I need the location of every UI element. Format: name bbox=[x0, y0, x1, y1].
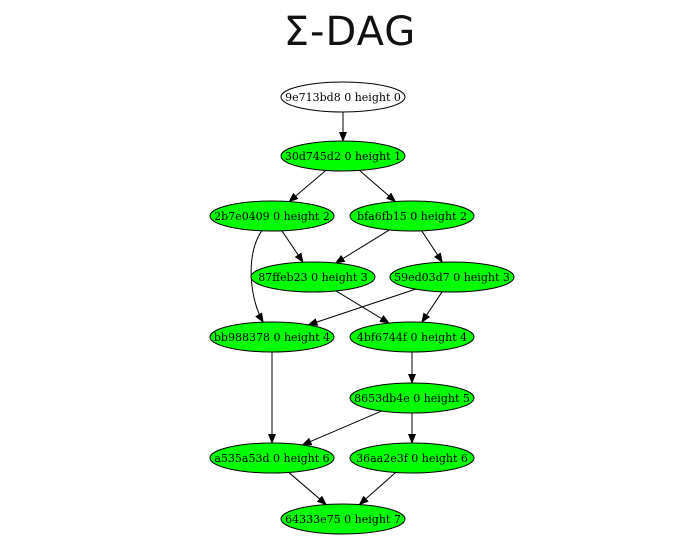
node-ellipse bbox=[349, 442, 475, 474]
node-9e713bd8: 9e713bd8 0 height 0 bbox=[280, 81, 406, 113]
node-ellipse bbox=[209, 442, 335, 474]
diagram-title: Σ-DAG bbox=[283, 9, 417, 55]
node-bfa6fb15: bfa6fb15 0 height 2 bbox=[349, 200, 475, 232]
node-label: a535a53d 0 height 6 bbox=[214, 452, 329, 465]
node-59ed03d7: 59ed03d7 0 height 3 bbox=[389, 261, 515, 293]
node-ellipse bbox=[349, 382, 475, 414]
edge-36aa2e3f-64333e75 bbox=[358, 472, 396, 506]
node-ellipse bbox=[280, 503, 406, 535]
node-ellipse bbox=[280, 140, 406, 172]
node-label: 30d745d2 0 height 1 bbox=[285, 150, 401, 163]
node-ellipse bbox=[349, 321, 475, 353]
edge-30d745d2-bfa6fb15 bbox=[359, 170, 397, 203]
node-label: bfa6fb15 0 height 2 bbox=[357, 210, 467, 223]
node-2b7e0409: 2b7e0409 0 height 2 bbox=[209, 200, 335, 232]
edge-a535a53d-64333e75 bbox=[288, 472, 327, 506]
edge-59ed03d7-4bf6744f bbox=[421, 291, 443, 324]
edge-30d745d2-2b7e0409 bbox=[288, 170, 327, 203]
node-label: 87ffeb23 0 height 3 bbox=[258, 271, 368, 284]
edge-bfa6fb15-87ffeb23 bbox=[334, 229, 390, 264]
node-4bf6744f: 4bf6744f 0 height 4 bbox=[349, 321, 475, 353]
node-label: 9e713bd8 0 height 0 bbox=[285, 91, 401, 104]
nodes-layer: 9e713bd8 0 height 0 30d745d2 0 height 1 2b… bbox=[209, 81, 515, 535]
edge-2b7e0409-87ffeb23 bbox=[281, 230, 304, 264]
node-36aa2e3f: 36aa2e3f 0 height 6 bbox=[349, 442, 475, 474]
node-ellipse bbox=[349, 200, 475, 232]
node-ellipse bbox=[209, 200, 335, 232]
edge-8653db4e-a535a53d bbox=[301, 410, 382, 446]
node-30d745d2: 30d745d2 0 height 1 bbox=[280, 140, 406, 172]
node-ellipse bbox=[280, 81, 406, 113]
node-a535a53d: a535a53d 0 height 6 bbox=[209, 442, 335, 474]
edge-bfa6fb15-59ed03d7 bbox=[421, 230, 443, 264]
node-ellipse bbox=[389, 261, 515, 293]
edges-layer bbox=[250, 112, 443, 506]
node-label: 4bf6744f 0 height 4 bbox=[357, 331, 467, 344]
node-label: 36aa2e3f 0 height 6 bbox=[356, 452, 468, 465]
node-label: 8653db4e 0 height 5 bbox=[354, 392, 470, 405]
node-ellipse bbox=[250, 261, 376, 293]
node-label: bb988378 0 height 4 bbox=[214, 331, 330, 344]
node-bb988378: bb988378 0 height 4 bbox=[209, 321, 335, 353]
node-ellipse bbox=[209, 321, 335, 353]
node-label: 2b7e0409 0 height 2 bbox=[214, 210, 330, 223]
node-64333e75: 64333e75 0 height 7 bbox=[280, 503, 406, 535]
node-label: 64333e75 0 height 7 bbox=[285, 513, 401, 526]
node-8653db4e: 8653db4e 0 height 5 bbox=[349, 382, 475, 414]
node-87ffeb23: 87ffeb23 0 height 3 bbox=[250, 261, 376, 293]
edge-59ed03d7-bb988378 bbox=[307, 288, 416, 326]
node-label: 59ed03d7 0 height 3 bbox=[394, 271, 510, 284]
